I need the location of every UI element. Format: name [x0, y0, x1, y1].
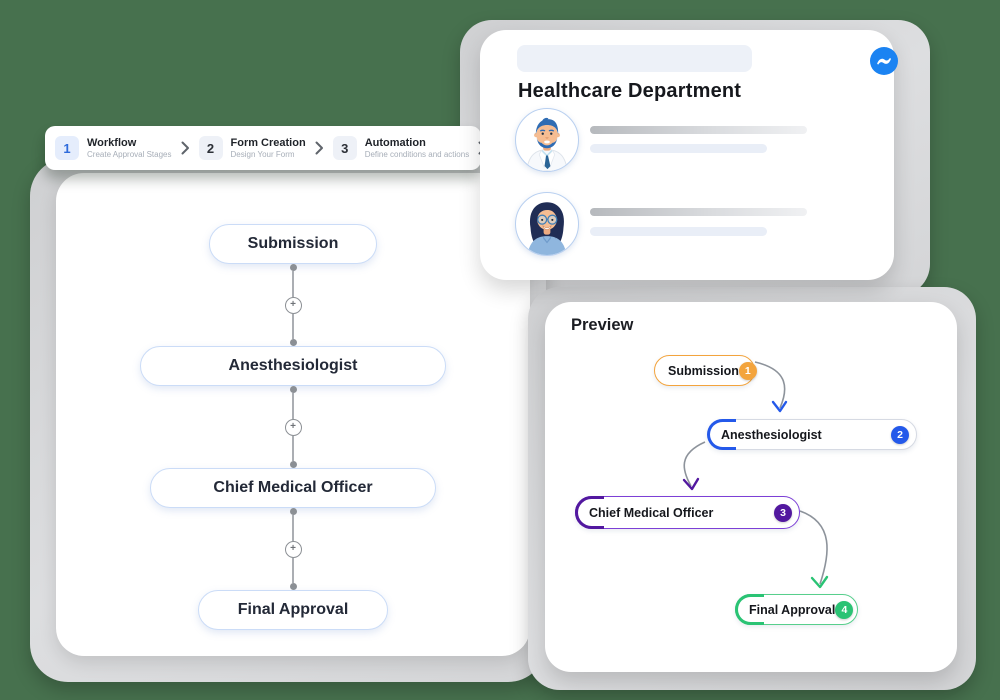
stepper-step-form-creation[interactable]: 2 Form Creation Design Your Form — [198, 136, 306, 160]
preview-node-label: Chief Medical Officer — [589, 505, 714, 520]
step-label: Automation — [364, 136, 426, 149]
step-number-badge: 3 — [332, 136, 357, 160]
workflow-builder-panel: Submission + Anesthesiologist + — [56, 173, 530, 656]
preview-node-number-badge: 2 — [891, 425, 909, 444]
stepper-bar: 1 Workflow Create Approval Stages 2 Form… — [45, 126, 487, 170]
add-stage-button[interactable]: + — [284, 418, 302, 436]
wave-logo-icon — [870, 47, 898, 75]
text-placeholder-bar — [590, 227, 767, 236]
plus-icon: + — [290, 543, 296, 554]
preview-node-number-badge: 1 — [738, 361, 757, 380]
connector-line — [292, 271, 294, 297]
chevron-right-icon — [181, 141, 190, 155]
preview-node-final-approval: Final Approval 4 — [734, 593, 858, 626]
text-placeholder-bar — [590, 126, 807, 134]
stage-connector: + — [284, 508, 302, 590]
preview-card: Preview Submission 1 Anesthesiologist 2 — [545, 302, 957, 672]
member-row[interactable] — [480, 192, 894, 262]
preview-node-label: Final Approval — [749, 602, 836, 617]
step-number-badge: 2 — [198, 136, 223, 160]
connector-line — [292, 313, 294, 339]
stage-anesthesiologist[interactable]: Anesthesiologist — [140, 346, 446, 386]
connector-line — [292, 435, 294, 461]
connector-line — [292, 557, 294, 583]
chevron-right-icon — [315, 141, 324, 155]
stage-connector: + — [284, 264, 302, 346]
connector-dot — [289, 583, 297, 590]
connector-dot — [289, 461, 297, 468]
plus-icon: + — [290, 299, 296, 310]
connector-dot — [289, 386, 297, 393]
preview-node-label: Anesthesiologist — [721, 427, 822, 442]
male-doctor-avatar — [515, 108, 579, 172]
plus-icon: + — [290, 421, 296, 432]
stage-connector: + — [284, 386, 302, 468]
add-stage-button[interactable]: + — [284, 296, 302, 314]
preview-node-chief-medical-officer: Chief Medical Officer 3 — [574, 495, 800, 530]
stage-chief-medical-officer[interactable]: Chief Medical Officer — [150, 468, 436, 508]
preview-node-submission: Submission 1 — [654, 355, 757, 386]
title-placeholder-bar — [517, 45, 752, 72]
department-title: Healthcare Department — [518, 80, 742, 102]
step-description: Create Approval Stages — [87, 150, 172, 160]
step-description: Define conditions and actions — [364, 150, 470, 160]
member-row[interactable] — [480, 108, 894, 178]
stage-final-approval[interactable]: Final Approval — [198, 590, 388, 630]
preview-title: Preview — [571, 316, 634, 334]
step-label: Form Creation — [230, 136, 306, 149]
stepper-step-automation[interactable]: 3 Automation Define conditions and actio… — [332, 136, 470, 160]
step-number-badge: 1 — [55, 136, 79, 160]
add-stage-button[interactable]: + — [284, 540, 302, 558]
connector-line — [292, 393, 294, 419]
connector-dot — [289, 264, 297, 271]
connector-dot — [289, 339, 297, 346]
step-label: Workflow — [87, 136, 137, 149]
connector-line — [292, 515, 294, 541]
female-doctor-avatar — [515, 192, 579, 256]
department-card: Healthcare Department — [480, 30, 898, 280]
preview-node-number-badge: 3 — [774, 503, 792, 522]
workflow-stage-column: Submission + Anesthesiologist + — [56, 224, 530, 630]
stage-submission[interactable]: Submission — [209, 224, 377, 264]
text-placeholder-bar — [590, 144, 767, 153]
text-placeholder-bar — [590, 208, 807, 216]
preview-node-anesthesiologist: Anesthesiologist 2 — [706, 418, 917, 451]
connector-dot — [289, 508, 297, 515]
stepper-step-workflow[interactable]: 1 Workflow Create Approval Stages — [55, 136, 172, 160]
preview-node-number-badge: 4 — [835, 600, 854, 619]
preview-node-label: Submission — [668, 363, 739, 378]
step-description: Design Your Form — [230, 150, 295, 160]
